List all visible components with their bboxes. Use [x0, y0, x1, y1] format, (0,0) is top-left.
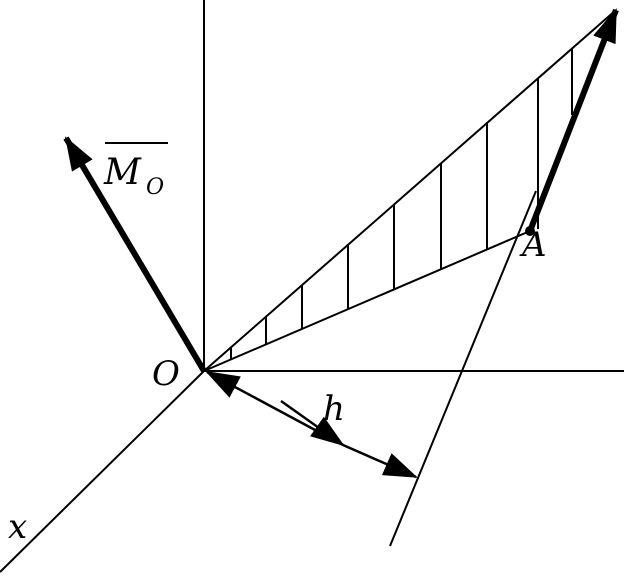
triangle-upper-side: [203, 9, 617, 372]
moment-label: M: [103, 152, 142, 193]
origin-label: O: [152, 354, 180, 394]
moment-vector: [63, 136, 207, 373]
line-of-action: [389, 190, 537, 547]
force-vector: [527, 8, 619, 233]
distance-arrow-origin-end: [205, 370, 344, 447]
point-A-dot: [525, 226, 535, 236]
moment-subscript-label: O: [146, 175, 164, 200]
distance-label: h: [323, 389, 345, 429]
x-axis: [0, 370, 205, 573]
radius-vector-OA: [203, 230, 531, 372]
point-A-label: A: [519, 225, 547, 265]
distance-arrow: [280, 399, 345, 447]
x-axis-label: x: [8, 507, 27, 547]
distance-arrow-back: [342, 443, 418, 479]
